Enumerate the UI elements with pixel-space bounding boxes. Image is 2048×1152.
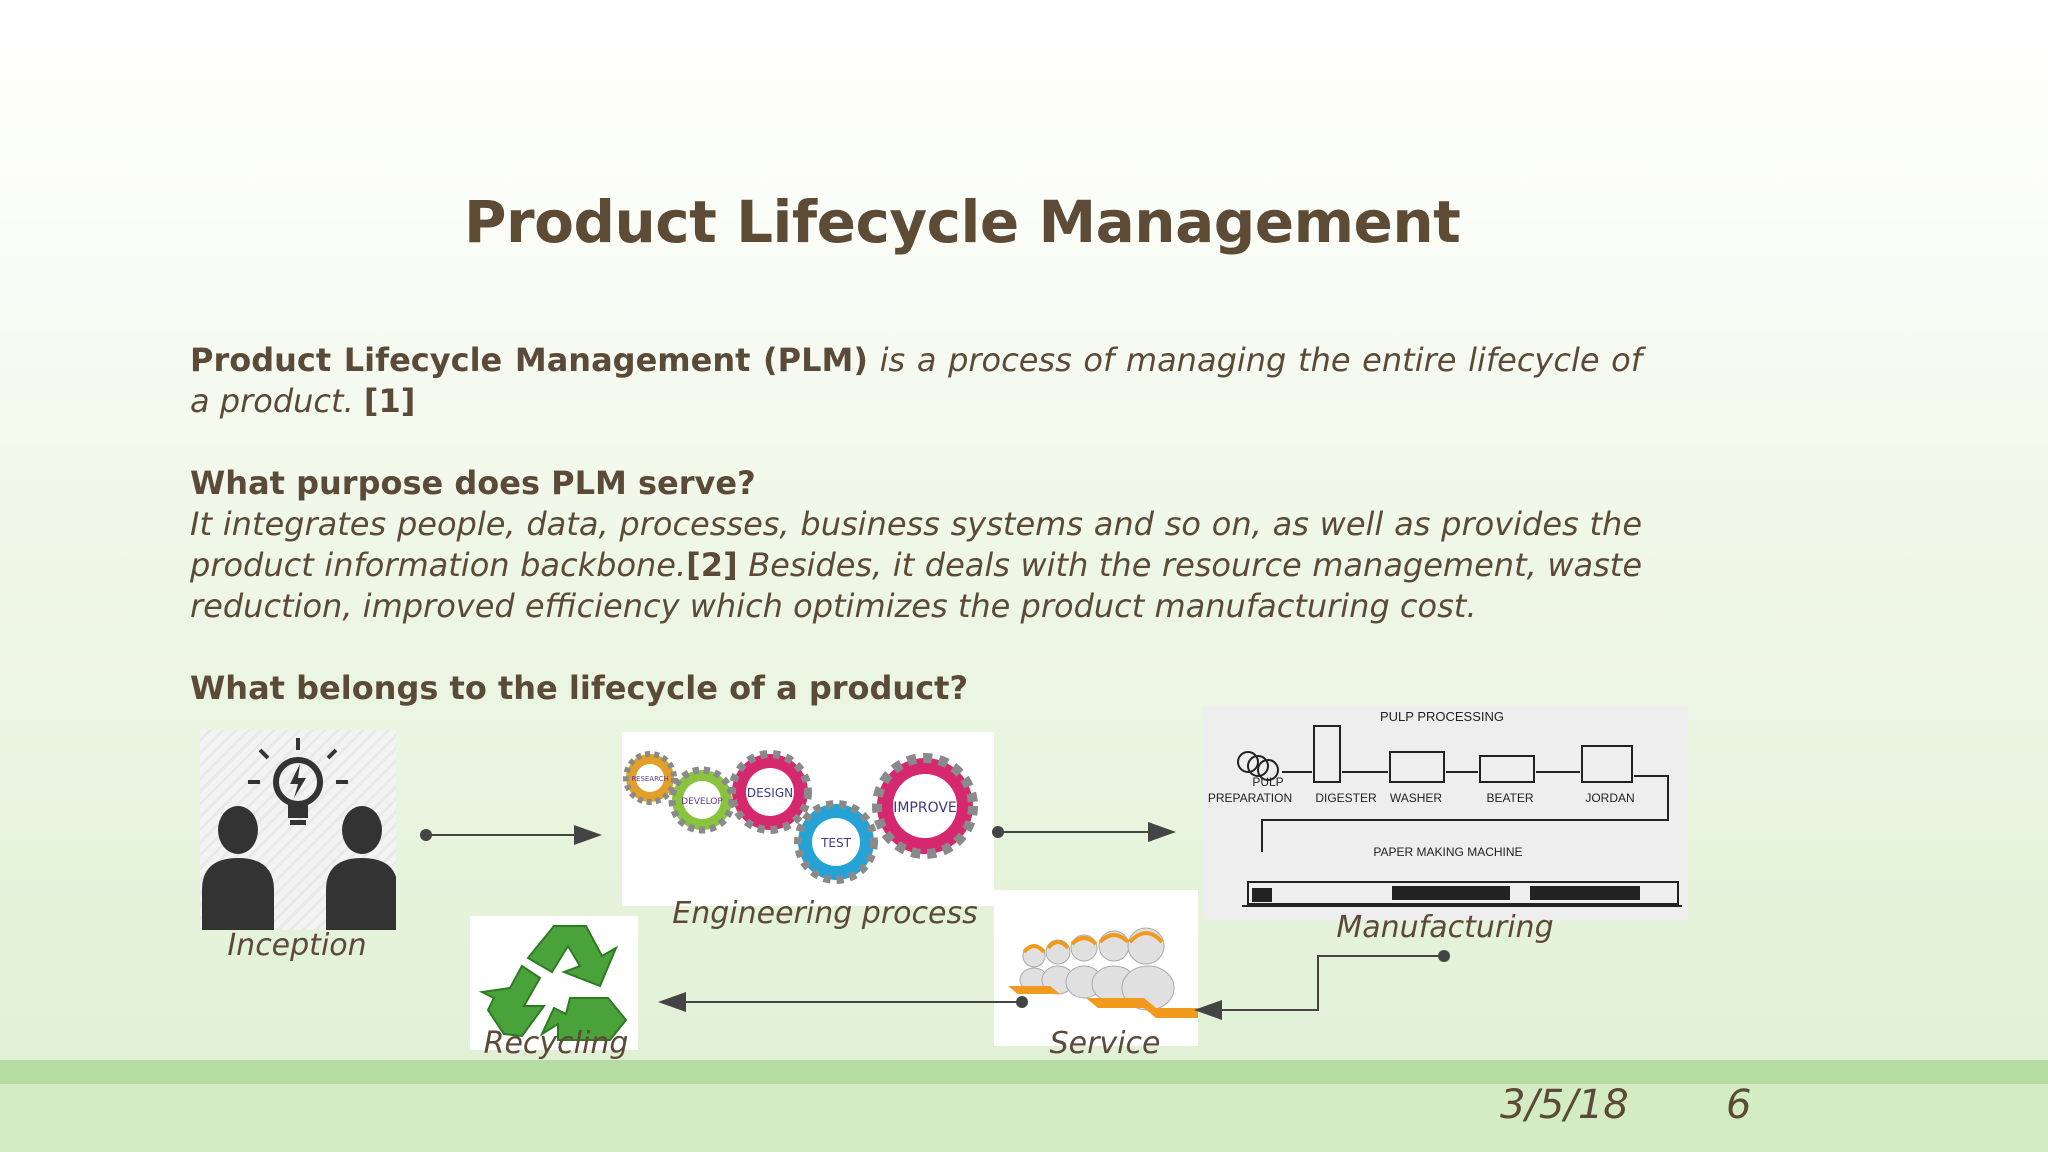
gear-icon: RESEARCH: [623, 751, 677, 805]
paper-machine-rollers: [1252, 886, 1640, 902]
jordan-label: JORDAN: [1585, 791, 1634, 805]
reference-2: [2]: [686, 546, 738, 584]
slide-title: Product Lifecycle Management: [464, 188, 1461, 256]
gear-icon: IMPROVE: [872, 753, 978, 859]
slide-number: 6: [1726, 1082, 1752, 1128]
manufacturing-image: PULP PROCESSING PULP PREPARATION DIGESTE…: [1202, 706, 1688, 920]
definition-text: is a process of managing the entire life…: [190, 341, 1643, 420]
engineering-caption: Engineering process: [672, 896, 978, 931]
beater-label: BEATER: [1486, 791, 1533, 805]
engineering-gears-image: RESEARCH DEVELOP DESIGN TEST IMPROVE: [622, 732, 994, 906]
person-right-icon: [326, 806, 398, 930]
person-left-icon: [202, 806, 274, 930]
gear-icon: DEVELOP: [668, 766, 736, 834]
digester-label: DIGESTER: [1315, 791, 1377, 805]
pulp-process-drawing: [1237, 725, 1682, 907]
footer-date: 3/5/18: [1500, 1082, 1629, 1128]
gear-label-design: DESIGN: [747, 786, 793, 800]
gear-label-improve: IMPROVE: [893, 800, 957, 816]
inception-caption: Inception: [227, 928, 367, 963]
pulp-prep-label: PULP: [1252, 775, 1283, 789]
pulp-prep2-label: PREPARATION: [1208, 791, 1292, 805]
inception-image: [200, 730, 398, 930]
washer-label: WASHER: [1390, 791, 1443, 805]
gear-icon: TEST: [794, 800, 878, 884]
service-caption: Service: [1049, 1026, 1161, 1061]
support-agents-icon: [1008, 927, 1198, 1018]
footer-band-top: [0, 1060, 2048, 1084]
purpose-heading: What purpose does PLM serve?: [190, 464, 756, 502]
definition-paragraph: Product Lifecycle Management (PLM) is a …: [190, 340, 1642, 422]
lightbulb-icon: [248, 738, 348, 825]
gear-label-develop: DEVELOP: [681, 797, 723, 807]
manufacturing-caption: Manufacturing: [1336, 910, 1554, 945]
definition-term: Product Lifecycle Management (PLM): [190, 341, 868, 379]
service-image: [994, 890, 1198, 1046]
arrow-inception-to-engineering: [420, 825, 602, 845]
reference-1: [1]: [363, 382, 416, 420]
arrow-manufacturing-to-service: [1194, 950, 1450, 1020]
recycle-icon: [478, 925, 628, 1041]
pulp-title: PULP PROCESSING: [1380, 709, 1504, 724]
purpose-paragraph: It integrates people, data, processes, b…: [190, 504, 1642, 627]
gear-icon: DESIGN: [728, 750, 812, 834]
gear-label-test: TEST: [820, 836, 852, 850]
purpose-text-b: Besides, it deals with the resource mana…: [190, 546, 1643, 625]
purpose-text-a: It integrates people, data, processes, b…: [190, 505, 1642, 584]
recycling-caption: Recycling: [483, 1026, 629, 1061]
arrow-service-to-recycling: [658, 992, 1028, 1012]
gear-label-research: RESEARCH: [631, 775, 669, 783]
arrow-engineering-to-manufacturing: [992, 822, 1176, 842]
footer-band-bottom: [0, 1084, 2048, 1152]
paper-machine-label: PAPER MAKING MACHINE: [1373, 845, 1522, 859]
recycling-image: [470, 916, 638, 1050]
lifecycle-heading: What belongs to the lifecycle of a produ…: [190, 669, 969, 707]
